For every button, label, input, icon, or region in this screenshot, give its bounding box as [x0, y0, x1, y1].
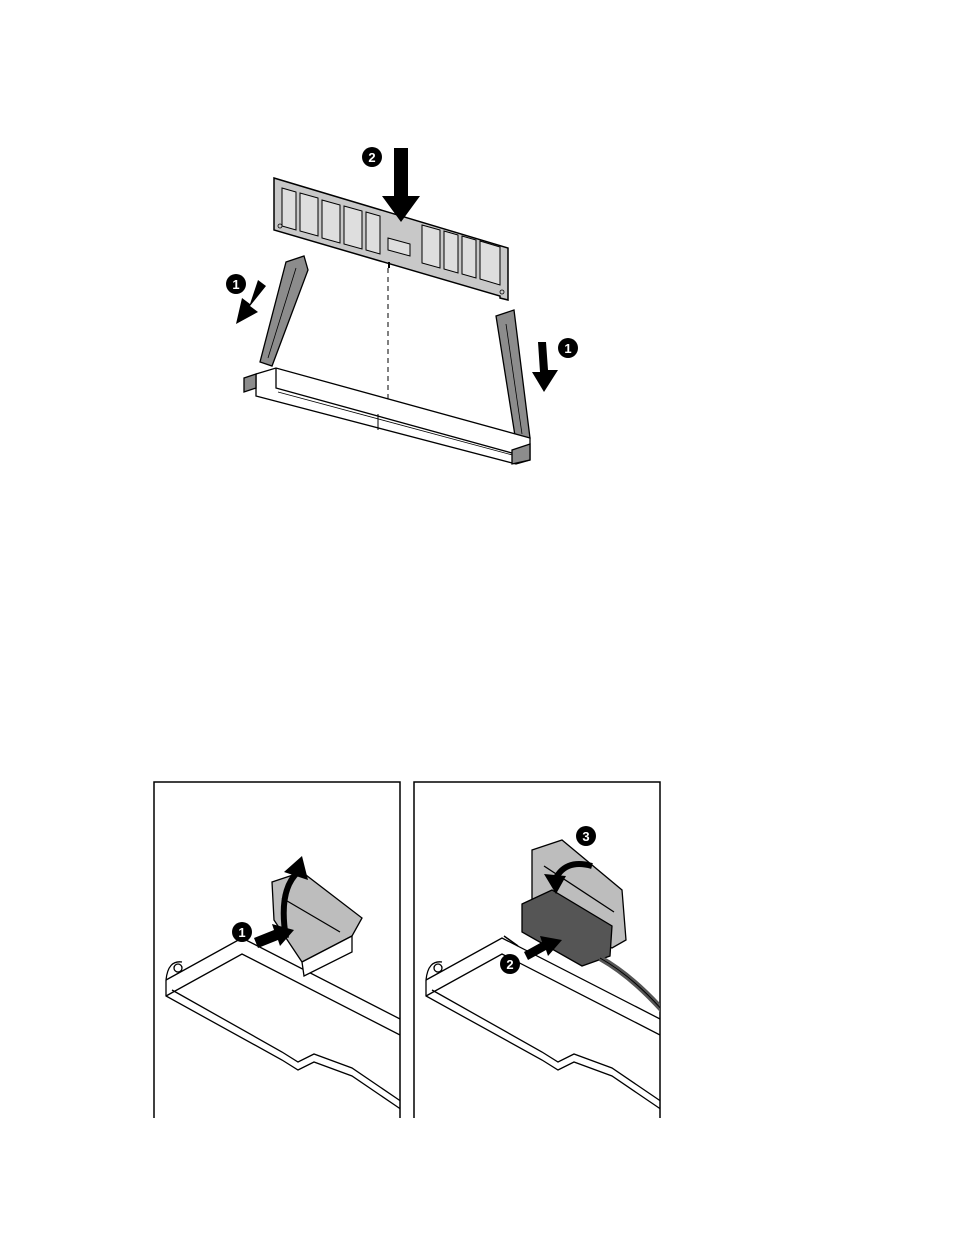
callout-2: 2	[362, 147, 382, 167]
callout-1-left: 1	[226, 274, 246, 294]
dimm-slot	[244, 368, 530, 464]
cache-module-tray	[166, 938, 402, 1110]
dimm-installation-figure: 2 1 1	[200, 130, 600, 490]
callout-3: 3	[576, 826, 596, 846]
svg-text:1: 1	[238, 925, 245, 940]
cache-module-tray-right	[426, 938, 662, 1110]
svg-text:1: 1	[232, 277, 239, 292]
svg-text:3: 3	[582, 829, 589, 844]
callout-1-right: 1	[558, 338, 578, 358]
left-panel: 1	[154, 782, 402, 1118]
right-latch	[496, 310, 530, 442]
svg-text:2: 2	[368, 150, 375, 165]
down-arrow-icon	[382, 148, 420, 222]
svg-text:1: 1	[564, 341, 571, 356]
callout-1: 1	[232, 922, 252, 942]
callout-2: 2	[500, 954, 520, 974]
right-latch-arrow-icon	[532, 342, 558, 392]
svg-text:2: 2	[506, 957, 513, 972]
bbwc-connector-figure: 1	[152, 780, 664, 1120]
left-latch	[260, 256, 308, 366]
right-panel: 3 2	[414, 782, 664, 1118]
